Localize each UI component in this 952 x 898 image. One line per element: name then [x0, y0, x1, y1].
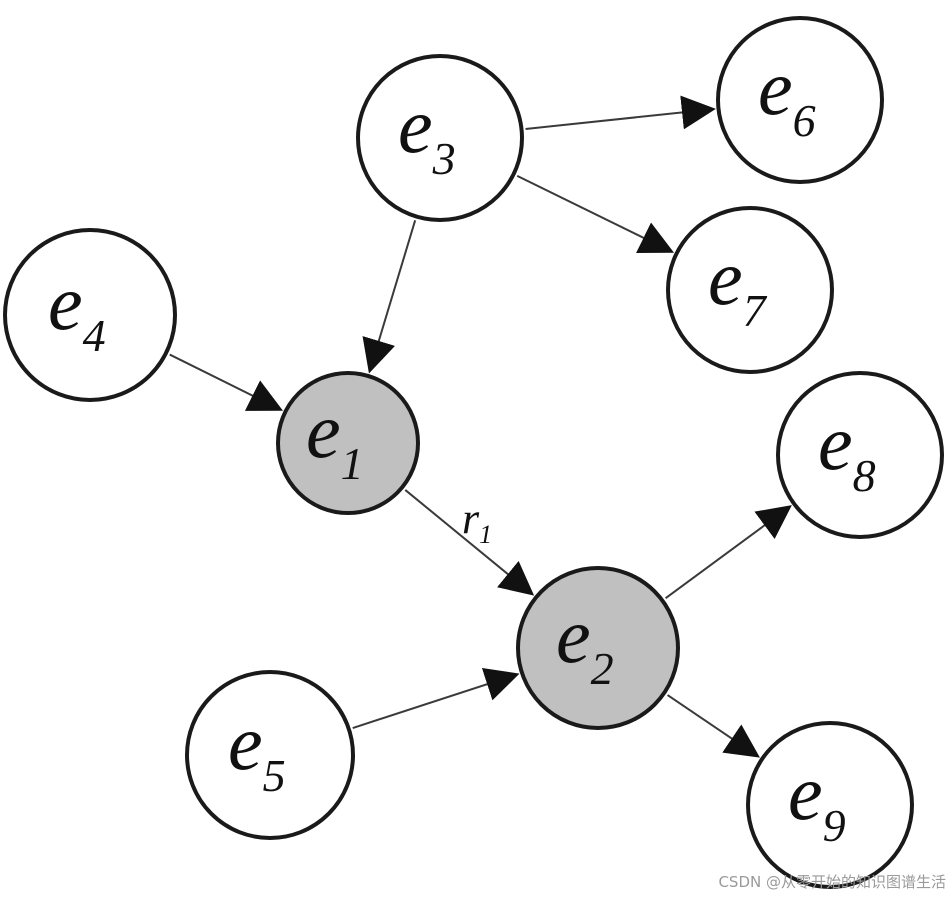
node-circle-e5	[185, 670, 355, 840]
node-e6: e6	[716, 16, 884, 184]
edge-e1-e2	[404, 489, 535, 596]
node-circle-e3	[356, 54, 524, 222]
node-circle-e7	[666, 206, 834, 374]
node-label-e7: e7	[708, 234, 768, 336]
node-circle-e2	[516, 566, 680, 730]
edge-e3-e6	[525, 95, 716, 130]
node-label-e3: e3	[398, 82, 456, 184]
watermark: CSDN @从零开始的知识图谱生活	[718, 873, 946, 891]
node-label-e5: e5	[228, 699, 286, 801]
nodes-layer: e1 e2 e3 e4 e5 e6 e7 e8 e9	[3, 16, 944, 889]
edge-e4-e1	[169, 353, 283, 411]
node-e3: e3	[356, 54, 524, 222]
edge-e5-e2	[352, 667, 520, 729]
node-e9: e9	[746, 721, 914, 889]
node-label-e2: e2	[556, 592, 614, 694]
edge-label-e1-e2: r1	[462, 494, 492, 549]
node-label-e1: e1	[306, 387, 364, 489]
node-label-e4: e4	[48, 259, 106, 361]
edge-e2-e8	[665, 505, 792, 599]
node-circle-e6	[716, 16, 884, 184]
node-e7: e7	[666, 206, 834, 374]
edge-e3-e1	[362, 220, 417, 374]
node-e8: e8	[776, 371, 944, 539]
node-e4: e4	[3, 228, 177, 402]
node-label-e9: e9	[788, 749, 846, 851]
edge-e3-e7	[516, 174, 675, 254]
node-circle-e9	[746, 721, 914, 889]
node-label-e8: e8	[818, 399, 876, 501]
edge-e2-e9	[667, 694, 760, 758]
node-e5: e5	[185, 670, 355, 840]
edges-layer: r1	[169, 95, 792, 758]
node-circle-e1	[276, 371, 420, 515]
node-circle-e4	[3, 228, 177, 402]
node-e2: e2	[516, 566, 680, 730]
node-label-e6: e6	[758, 44, 816, 146]
node-e1: e1	[276, 371, 420, 515]
node-circle-e8	[776, 371, 944, 539]
